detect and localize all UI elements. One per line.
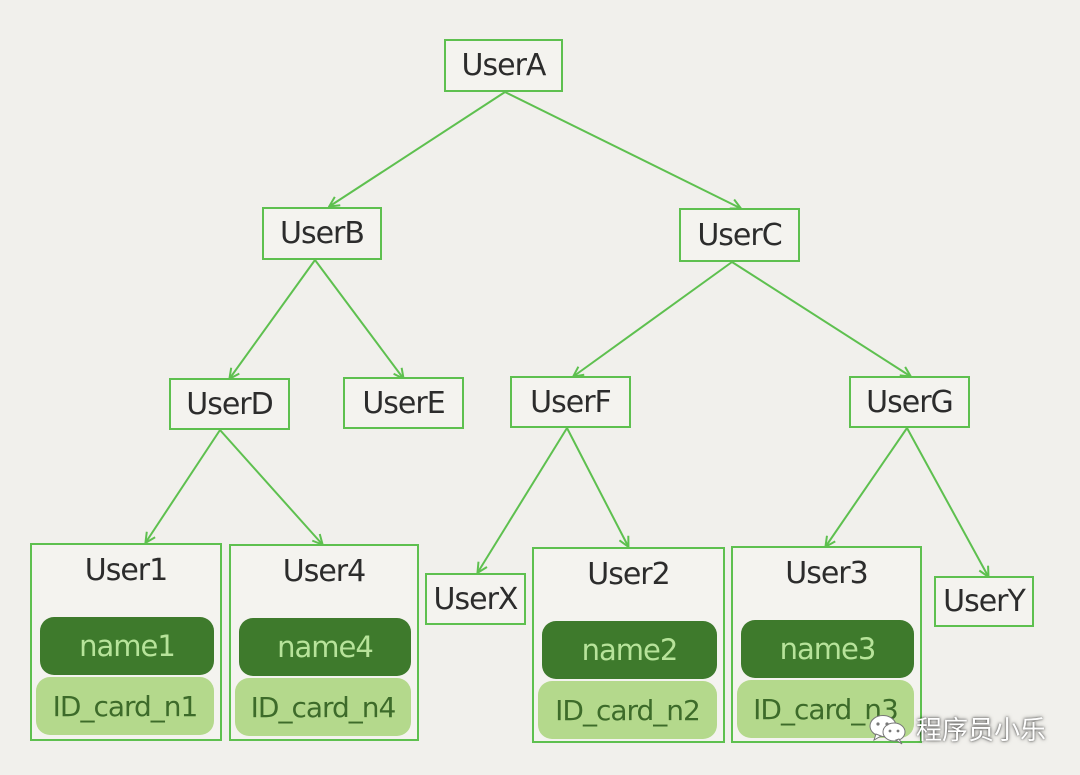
node-user-b: UserB (262, 207, 382, 260)
node-user-x: UserX (425, 573, 526, 625)
leaf-user-4: User4 name4 ID_card_n4 (229, 544, 419, 741)
node-user-f: UserF (510, 376, 631, 428)
watermark-text: 程序员小乐 (915, 716, 1046, 746)
edge-a-c (504, 91, 740, 208)
id-card-field: ID_card_n2 (538, 681, 717, 739)
edge-c-f (574, 261, 733, 376)
edge-g-y (906, 427, 988, 576)
edge-b-e (314, 259, 403, 378)
node-user-d: UserD (169, 378, 290, 430)
edge-g-3 (826, 427, 908, 546)
watermark: 程序员小乐 (868, 710, 1046, 747)
wechat-icon (869, 714, 906, 744)
name-field: name2 (542, 621, 717, 679)
leaf-title: User4 (282, 554, 366, 589)
leaf-title: User1 (84, 553, 168, 588)
node-user-g: UserG (849, 376, 970, 428)
leaf-user-3: User3 name3 ID_card_n3 (731, 546, 922, 743)
edge-c-g (731, 261, 910, 376)
edge-d-4 (219, 429, 322, 544)
leaf-title: User2 (587, 557, 670, 592)
node-user-y: UserY (934, 576, 1034, 627)
edge-f-2 (566, 427, 628, 546)
id-card-field: ID_card_n3 (737, 680, 914, 738)
node-user-e: UserE (343, 377, 464, 429)
leaf-user-2: User2 name2 ID_card_n2 (532, 547, 725, 743)
name-field: name3 (741, 620, 914, 678)
edge-b-d (230, 259, 316, 378)
edge-d-1 (146, 429, 221, 542)
node-user-a: UserA (444, 39, 563, 92)
id-card-field: ID_card_n1 (36, 677, 214, 735)
name-field: name1 (40, 617, 214, 675)
leaf-user-1: User1 name1 ID_card_n1 (30, 543, 222, 741)
leaf-title: User3 (785, 556, 868, 591)
node-user-c: UserC (679, 208, 800, 262)
edge-f-x (478, 427, 568, 572)
edge-a-b (330, 91, 506, 206)
id-card-field: ID_card_n4 (235, 678, 411, 736)
name-field: name4 (239, 618, 411, 676)
